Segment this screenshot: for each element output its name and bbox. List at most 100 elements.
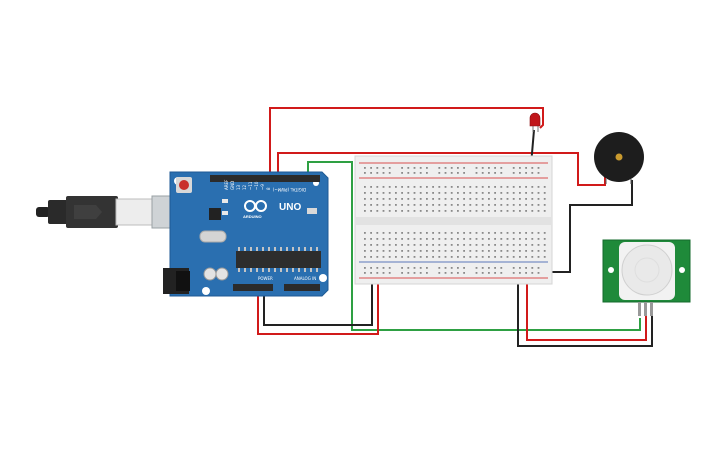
piezo-buzzer[interactable] — [594, 132, 644, 184]
breadboard-hole — [463, 256, 465, 258]
breadboard-hole — [506, 238, 509, 240]
breadboard-hole — [413, 172, 416, 174]
red-led[interactable] — [529, 112, 541, 132]
wire-green-signal[interactable] — [307, 161, 641, 331]
breadboard-hole — [531, 232, 534, 234]
breadboard-hole — [543, 186, 546, 188]
breadboard-hole — [457, 186, 459, 188]
breadboard-hole — [457, 192, 459, 194]
breadboard-hole — [364, 186, 366, 188]
breadboard-hole — [444, 204, 447, 206]
breadboard-hole — [419, 244, 422, 246]
breadboard-hole — [525, 250, 527, 252]
breadboard-hole — [481, 186, 484, 188]
breadboard-hole — [432, 198, 434, 200]
breadboard-hole — [407, 192, 410, 194]
breadboard-hole — [450, 210, 453, 212]
breadboard-hole — [419, 210, 422, 212]
breadboard-hole — [376, 172, 379, 174]
breadboard[interactable] — [354, 155, 553, 285]
wire-black-pir[interactable] — [517, 275, 653, 347]
breadboard-hole — [407, 267, 410, 269]
breadboard-hole — [488, 204, 490, 206]
arduino-uno-board[interactable]: AREF GND 13 12 ~11 ~10 ~9 8 DIGITAL (PWM… — [163, 171, 329, 297]
pir-sensor[interactable] — [602, 239, 691, 316]
breadboard-hole — [531, 167, 534, 169]
breadboard-hole — [506, 256, 509, 258]
breadboard-hole — [407, 204, 410, 206]
breadboard-hole — [537, 232, 540, 234]
breadboard-hole — [364, 272, 366, 274]
breadboard-hole — [500, 250, 503, 252]
breadboard-hole — [388, 267, 391, 269]
breadboard-hole — [469, 192, 472, 194]
breadboard-hole — [382, 244, 385, 246]
breadboard-hole — [364, 210, 366, 212]
breadboard-hole — [388, 272, 391, 274]
wire-black-buzzer[interactable] — [540, 180, 633, 273]
breadboard-hole — [488, 192, 490, 194]
breadboard-hole — [537, 272, 540, 274]
breadboard-hole — [419, 272, 422, 274]
breadboard-hole — [395, 210, 397, 212]
breadboard-hole — [395, 186, 397, 188]
breadboard-hole — [426, 250, 428, 252]
breadboard-hole — [525, 192, 527, 194]
breadboard-hole — [407, 198, 410, 200]
breadboard-hole — [494, 198, 496, 200]
breadboard-hole — [407, 238, 410, 240]
breadboard-hole — [519, 198, 521, 200]
wire-black-gnd[interactable] — [263, 275, 373, 326]
breadboard-hole — [382, 256, 385, 258]
breadboard-hole — [450, 172, 453, 174]
breadboard-hole — [469, 256, 472, 258]
breadboard-hole — [376, 186, 379, 188]
breadboard-hole — [376, 267, 379, 269]
breadboard-hole — [488, 172, 490, 174]
breadboard-hole — [370, 232, 372, 234]
breadboard-hole — [426, 204, 428, 206]
breadboard-hole — [531, 198, 534, 200]
breadboard-hole — [413, 250, 416, 252]
breadboard-hole — [494, 238, 496, 240]
wire-red-buzzer[interactable] — [277, 152, 606, 186]
breadboard-hole — [488, 238, 490, 240]
wire-red-5v[interactable] — [257, 275, 379, 335]
breadboard-hole — [481, 192, 484, 194]
breadboard-hole — [413, 192, 416, 194]
wire-red-pir[interactable] — [526, 275, 647, 341]
breadboard-hole — [512, 204, 515, 206]
breadboard-hole — [426, 267, 428, 269]
header-pin-labels: AREF GND 13 12 ~11 ~10 ~9 8 — [224, 179, 271, 190]
breadboard-hole — [370, 210, 372, 212]
breadboard-hole — [531, 204, 534, 206]
breadboard-hole — [407, 232, 410, 234]
breadboard-hole — [419, 232, 422, 234]
breadboard-hole — [438, 250, 441, 252]
arduino-logo — [244, 200, 267, 212]
svg-text:~9: ~9 — [260, 184, 265, 190]
breadboard-hole — [388, 232, 391, 234]
breadboard-hole — [364, 250, 366, 252]
breadboard-hole — [500, 272, 503, 274]
breadboard-hole — [537, 244, 540, 246]
breadboard-hole — [376, 250, 379, 252]
breadboard-hole — [531, 244, 534, 246]
breadboard-hole — [481, 238, 484, 240]
breadboard-hole — [500, 192, 503, 194]
wire-red-led[interactable] — [269, 107, 544, 178]
breadboard-hole — [382, 238, 385, 240]
breadboard-hole — [388, 256, 391, 258]
breadboard-hole — [370, 272, 372, 274]
breadboard-hole — [512, 238, 515, 240]
breadboard-hole — [475, 204, 478, 206]
breadboard-hole — [419, 186, 422, 188]
breadboard-hole — [364, 204, 366, 206]
breadboard-hole — [494, 204, 496, 206]
breadboard-hole — [376, 238, 379, 240]
breadboard-hole — [506, 192, 509, 194]
breadboard-hole — [382, 204, 385, 206]
breadboard-hole — [500, 267, 503, 269]
breadboard-hole — [463, 198, 465, 200]
breadboard-hole — [519, 267, 521, 269]
